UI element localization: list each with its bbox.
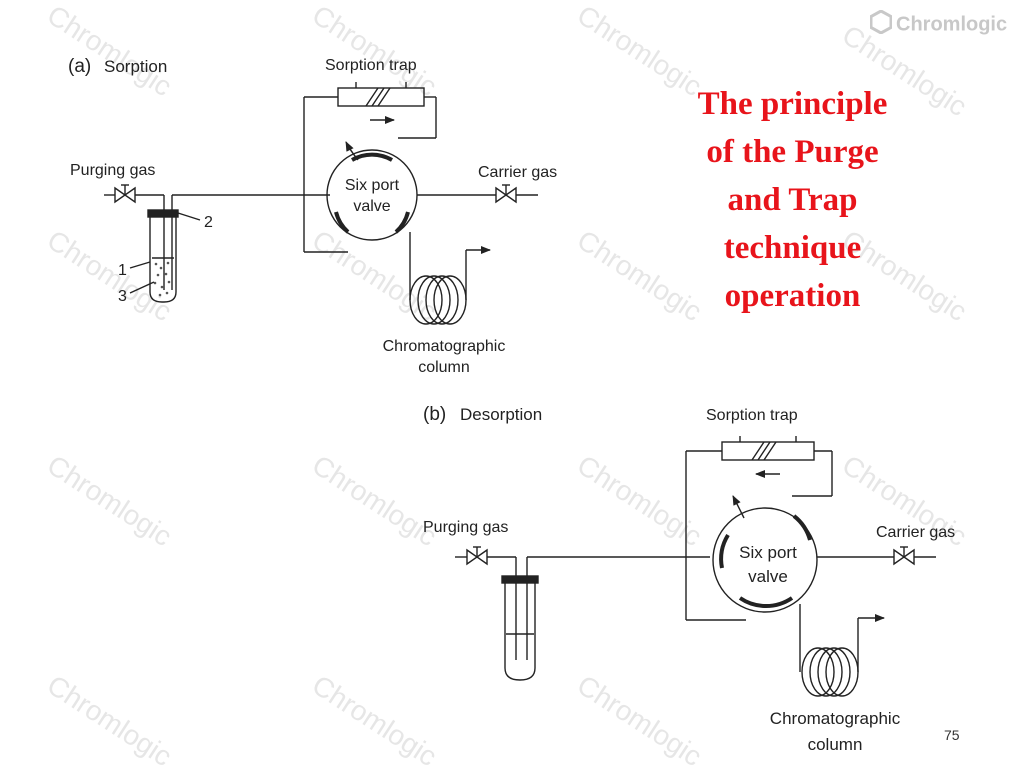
callout-1: 1 bbox=[118, 262, 127, 279]
purge-vessel bbox=[147, 209, 179, 303]
slide-title: The principle of the Purge and Trap tech… bbox=[655, 80, 930, 320]
carrier-valve-icon bbox=[893, 546, 915, 566]
title-line: The principle bbox=[697, 86, 888, 122]
page-number: 75 bbox=[944, 727, 960, 743]
watermark: Chromlogic bbox=[42, 449, 178, 552]
panel-b-desorption: (b) Desorption Purging gas Sorption trap bbox=[423, 404, 955, 754]
panel-a-purging-gas-label: Purging gas bbox=[70, 162, 155, 179]
carrier-valve-icon bbox=[495, 184, 517, 204]
watermark: Chromlogic bbox=[572, 449, 708, 552]
watermark: Chromlogic bbox=[307, 669, 443, 768]
title-line: technique bbox=[723, 230, 862, 266]
valve-a-line1: Six port bbox=[345, 177, 400, 194]
title-line: of the Purge bbox=[706, 134, 879, 170]
brand-name: Chromlogic bbox=[896, 13, 1008, 36]
panel-b-purging-gas-label: Purging gas bbox=[423, 519, 508, 536]
panel-b-column-line2: column bbox=[808, 735, 863, 754]
sorbent-particles-icon bbox=[153, 261, 171, 297]
panel-a-letter: (a) bbox=[68, 56, 91, 77]
valve-b-line2: valve bbox=[748, 567, 788, 586]
purge-valve-icon bbox=[114, 184, 136, 204]
panel-b-carrier-gas-label: Carrier gas bbox=[876, 524, 955, 541]
panel-b-column-line1: Chromatographic bbox=[770, 709, 901, 728]
panel-a-carrier-gas-label: Carrier gas bbox=[478, 164, 557, 181]
purge-valve-icon bbox=[466, 546, 488, 566]
watermark: Chromlogic bbox=[42, 0, 178, 102]
panel-a-trap-label: Sorption trap bbox=[325, 57, 417, 74]
panel-a-column-line1: Chromatographic bbox=[383, 338, 506, 355]
panel-a-column-line2: column bbox=[418, 359, 470, 376]
title-line: and Trap bbox=[727, 182, 858, 218]
callout-2: 2 bbox=[204, 214, 213, 231]
panel-a-caption: Sorption bbox=[104, 57, 167, 76]
panel-a-sorption: (a) Sorption Purging gas bbox=[68, 56, 557, 376]
callout-3: 3 bbox=[118, 288, 127, 305]
panel-b-letter: (b) bbox=[423, 404, 446, 425]
panel-b-caption: Desorption bbox=[460, 405, 542, 424]
watermark: Chromlogic bbox=[572, 669, 708, 768]
valve-rotation-arrow-icon bbox=[345, 141, 359, 161]
hexagon-logo-icon bbox=[869, 9, 893, 40]
title-line: operation bbox=[724, 278, 861, 314]
watermark: Chromlogic bbox=[307, 0, 443, 102]
brand-logo: Chromlogic bbox=[869, 9, 1008, 40]
valve-rotation-arrow-icon bbox=[732, 495, 745, 519]
valve-a-line2: valve bbox=[353, 198, 390, 215]
watermark: Chromlogic bbox=[307, 449, 443, 552]
watermark: Chromlogic bbox=[42, 669, 178, 768]
chromatographic-column-a bbox=[409, 275, 467, 325]
purge-vessel bbox=[501, 575, 539, 681]
panel-b-trap-label: Sorption trap bbox=[706, 407, 798, 424]
chromatographic-column-b bbox=[801, 647, 859, 697]
valve-b-line1: Six port bbox=[739, 543, 797, 562]
six-port-valve-b bbox=[712, 507, 818, 613]
